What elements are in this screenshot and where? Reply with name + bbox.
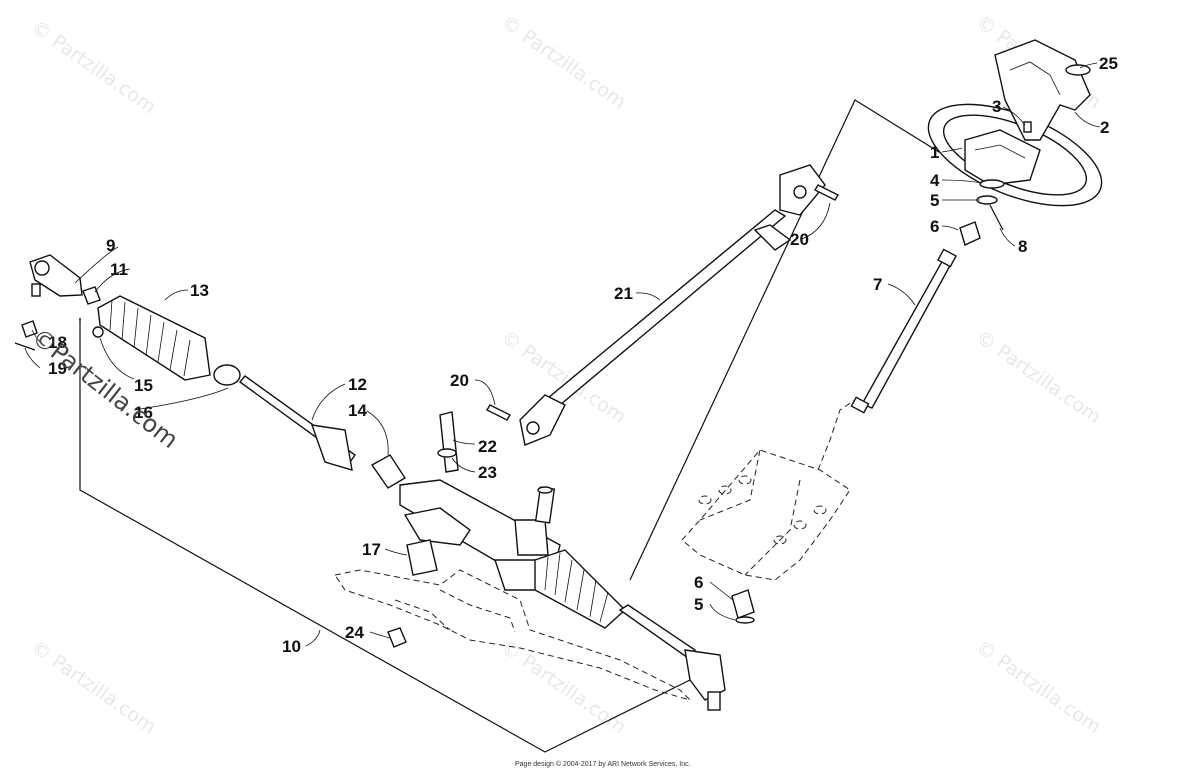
mount-bushing bbox=[406, 539, 438, 576]
callout-2: 2 bbox=[1100, 118, 1109, 137]
watermark: © Partzilla.com bbox=[497, 636, 630, 738]
chassis-dashed-outline bbox=[334, 399, 856, 702]
emblem bbox=[1065, 64, 1091, 76]
callout-6: 6 bbox=[694, 573, 703, 592]
callout-8: 8 bbox=[1018, 237, 1027, 256]
callout-5: 5 bbox=[694, 595, 703, 614]
steering-shaft bbox=[850, 248, 957, 414]
callout-5: 5 bbox=[930, 191, 939, 210]
callout-4: 4 bbox=[930, 171, 940, 190]
callout-20: 20 bbox=[450, 371, 469, 390]
watermark: © Partzilla.com bbox=[497, 11, 630, 113]
intermediate-shaft bbox=[519, 164, 826, 446]
callout-17: 17 bbox=[362, 540, 381, 559]
steering-column-boundary bbox=[629, 99, 961, 581]
callout-14: 14 bbox=[348, 401, 367, 420]
left-tie-rod bbox=[238, 375, 356, 471]
callout-12: 12 bbox=[348, 375, 367, 394]
left-tie-rod-end bbox=[29, 254, 83, 297]
right-bellows-boot bbox=[534, 549, 627, 629]
mount-washer bbox=[437, 448, 457, 458]
callout-labels: 25 2 3 1 4 5 6 8 7 20 21 20 9 11 13 18 1… bbox=[48, 54, 1118, 656]
callout-20: 20 bbox=[790, 230, 809, 249]
callout-7: 7 bbox=[873, 275, 882, 294]
watermark: © Partzilla.com bbox=[972, 326, 1105, 428]
large-clamp bbox=[213, 364, 241, 386]
hub-hardware bbox=[959, 179, 1005, 246]
mount-nut bbox=[387, 627, 407, 648]
jam-nut bbox=[82, 286, 101, 305]
screw bbox=[1023, 121, 1032, 133]
callout-21: 21 bbox=[614, 284, 633, 303]
callout-23: 23 bbox=[478, 463, 497, 482]
callout-15: 15 bbox=[134, 376, 153, 395]
callout-25: 25 bbox=[1099, 54, 1118, 73]
pinch-bolt-lower bbox=[486, 404, 511, 421]
pinch-bolt-upper bbox=[814, 184, 839, 201]
callout-22: 22 bbox=[478, 437, 497, 456]
watermark: © Partzilla.com bbox=[27, 16, 160, 118]
callout-13: 13 bbox=[190, 281, 209, 300]
callout-10: 10 bbox=[282, 637, 301, 656]
callout-16: 16 bbox=[134, 403, 153, 422]
callout-19: 19 bbox=[48, 359, 67, 378]
leader-lines bbox=[24, 62, 1101, 647]
watermark: © Partzilla.com bbox=[972, 636, 1105, 738]
rack-assembly-boundary bbox=[79, 318, 701, 753]
small-clamp bbox=[92, 326, 104, 338]
callout-1: 1 bbox=[930, 143, 939, 162]
left-bellows-boot bbox=[97, 295, 211, 381]
steering-rack-housing bbox=[399, 479, 561, 591]
callout-3: 3 bbox=[992, 97, 1001, 116]
callout-11: 11 bbox=[110, 260, 128, 279]
lower-bushing bbox=[731, 589, 755, 624]
callout-18: 18 bbox=[48, 333, 67, 352]
callout-24: 24 bbox=[345, 623, 364, 642]
assembly-outline bbox=[79, 99, 961, 753]
mount-bolt bbox=[439, 411, 459, 473]
rack-bushing bbox=[370, 454, 406, 489]
cotter-pin bbox=[14, 342, 36, 351]
horn-pad-cover bbox=[994, 39, 1091, 141]
right-tie-rod bbox=[618, 604, 726, 711]
steering-wheel bbox=[927, 103, 1103, 207]
callout-6: 6 bbox=[930, 217, 939, 236]
callout-9: 9 bbox=[106, 236, 115, 255]
watermark: © Partzilla.com bbox=[497, 326, 630, 428]
footer-copyright: Page design © 2004-2017 by ARI Network S… bbox=[515, 760, 691, 768]
watermark: © Partzilla.com bbox=[27, 636, 160, 738]
